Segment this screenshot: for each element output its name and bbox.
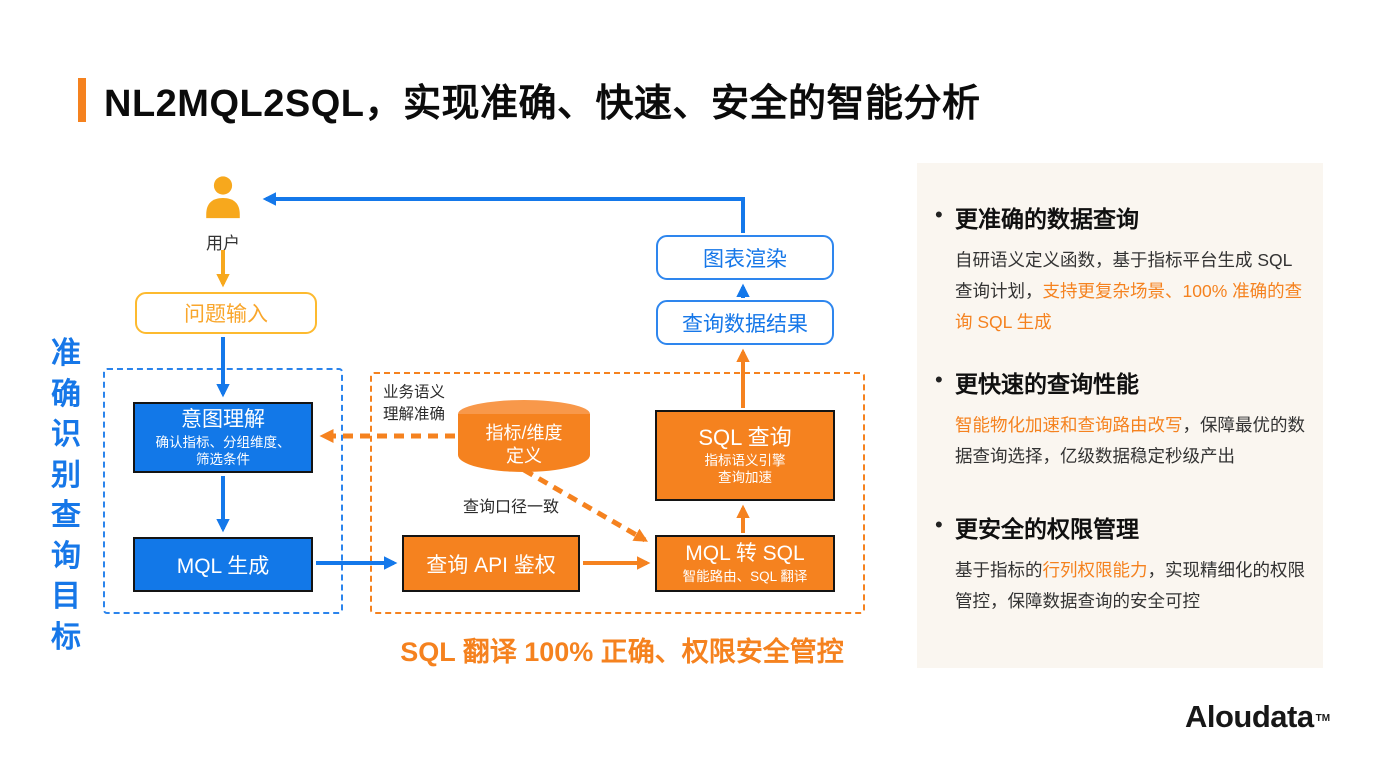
biz-semantic-line1: 业务语义 bbox=[383, 384, 446, 401]
side-vertical-label: 准确识别查询目标 bbox=[51, 337, 81, 654]
user-icon bbox=[206, 176, 240, 219]
benefit-body: 智能物化加速和查询路由改写，保障最优的数据查询选择，亿级数据稳定秒级产出 bbox=[955, 410, 1307, 472]
sql-query-node: SQL 查询 指标语义引擎 查询加速 bbox=[655, 410, 835, 501]
sql-query-sub-line2: 查询加速 bbox=[718, 469, 772, 485]
user-node: 用户 bbox=[196, 174, 250, 254]
benefit-body-highlight: 智能物化加速和查询路由改写 bbox=[955, 415, 1183, 435]
biz-semantic-line2: 理解准确 bbox=[383, 406, 446, 423]
caliber-note: 查询口径一致 bbox=[463, 499, 560, 516]
mql-gen-label: MQL 生成 bbox=[176, 554, 270, 578]
query-result-label: 查询数据结果 bbox=[682, 312, 808, 336]
metric-dimension-cylinder: 指标/维度 定义 bbox=[458, 400, 590, 472]
bullet-icon: • bbox=[935, 202, 943, 227]
page-title: NL2MQL2SQL，实现准确、快速、安全的智能分析 bbox=[104, 83, 981, 125]
benefit-body-pre: 基于指标的 bbox=[955, 560, 1043, 580]
user-label: 用户 bbox=[206, 234, 240, 253]
benefits-panel: • 更准确的数据查询 自研语义定义函数，基于指标平台生成 SQL 查询计划，支持… bbox=[917, 163, 1323, 668]
chart-render-label: 图表渲染 bbox=[703, 247, 787, 271]
benefit-body: 自研语义定义函数，基于指标平台生成 SQL 查询计划，支持更复杂场景、100% … bbox=[955, 245, 1307, 338]
sql-query-subtitle: 指标语义引擎 查询加速 bbox=[705, 453, 786, 486]
benefit-heading: 更安全的权限管理 bbox=[955, 516, 1139, 542]
benefit-fast-performance: • 更快速的查询性能 智能物化加速和查询路由改写，保障最优的数据查询选择，亿级数… bbox=[935, 365, 1307, 472]
logo-text: Aloudata bbox=[1185, 699, 1314, 734]
intent-sub-line1: 确认指标、分组维度、 bbox=[155, 435, 291, 450]
benefit-secure-permission: • 更安全的权限管理 基于指标的行列权限能力，实现精细化的权限管控，保障数据查询… bbox=[935, 510, 1307, 617]
intent-node: 意图理解 确认指标、分组维度、 筛选条件 bbox=[133, 402, 313, 473]
question-input-node: 问题输入 bbox=[135, 292, 317, 334]
benefit-body: 基于指标的行列权限能力，实现精细化的权限管控，保障数据查询的安全可控 bbox=[955, 555, 1307, 617]
mql2sql-node: MQL 转 SQL 智能路由、SQL 翻译 bbox=[655, 535, 835, 592]
chart-render-node: 图表渲染 bbox=[656, 235, 834, 280]
query-result-node: 查询数据结果 bbox=[656, 300, 834, 345]
benefit-accurate-query: • 更准确的数据查询 自研语义定义函数，基于指标平台生成 SQL 查询计划，支持… bbox=[935, 200, 1307, 338]
page-header: NL2MQL2SQL，实现准确、快速、安全的智能分析 bbox=[78, 72, 980, 127]
title-accent-bar bbox=[78, 77, 86, 122]
bullet-icon: • bbox=[935, 367, 943, 392]
cylinder-label-line1: 指标/维度 bbox=[485, 423, 563, 443]
intent-sub-line2: 筛选条件 bbox=[196, 451, 250, 467]
mql2sql-title: MQL 转 SQL bbox=[685, 542, 805, 566]
intent-title: 意图理解 bbox=[181, 408, 265, 431]
benefit-body-post: ，实现精细化的权限管控，保障数据查询的安全可控 bbox=[955, 560, 1305, 611]
logo-tm: TM bbox=[1315, 712, 1331, 724]
intent-subtitle: 确认指标、分组维度、 筛选条件 bbox=[156, 435, 291, 468]
benefit-heading: 更准确的数据查询 bbox=[955, 206, 1139, 232]
benefit-body-pre: 自研语义定义函数，基于指标平台生成 SQL 查询计划， bbox=[955, 250, 1292, 301]
benefit-body-post: ，保障最优的数据查询选择，亿级数据稳定秒级产出 bbox=[955, 415, 1305, 466]
api-auth-node: 查询 API 鉴权 bbox=[402, 535, 580, 592]
arrow-chart-to-user bbox=[262, 192, 745, 233]
bullet-icon: • bbox=[935, 512, 943, 537]
sql-query-title: SQL 查询 bbox=[698, 425, 792, 450]
cylinder-label: 指标/维度 定义 bbox=[458, 422, 590, 468]
api-auth-label: 查询 API 鉴权 bbox=[426, 553, 556, 577]
sql-query-sub-line1: 指标语义引擎 bbox=[704, 453, 786, 468]
cylinder-label-line2: 定义 bbox=[506, 446, 542, 466]
benefit-body-highlight: 行列权限能力 bbox=[1042, 560, 1148, 580]
orange-dashed-container bbox=[370, 372, 865, 614]
bottom-caption: SQL 翻译 100% 正确、权限安全管控 bbox=[400, 637, 844, 667]
question-input-label: 问题输入 bbox=[184, 303, 268, 326]
mql2sql-subtitle: 智能路由、SQL 翻译 bbox=[682, 569, 808, 585]
mql-gen-node: MQL 生成 bbox=[133, 537, 313, 592]
biz-semantic-note: 业务语义 理解准确 bbox=[383, 382, 445, 426]
benefit-body-highlight: 支持更复杂场景、100% 准确的查询 SQL 生成 bbox=[955, 281, 1303, 332]
cylinder-body bbox=[458, 414, 590, 472]
benefit-heading: 更快速的查询性能 bbox=[955, 371, 1139, 397]
